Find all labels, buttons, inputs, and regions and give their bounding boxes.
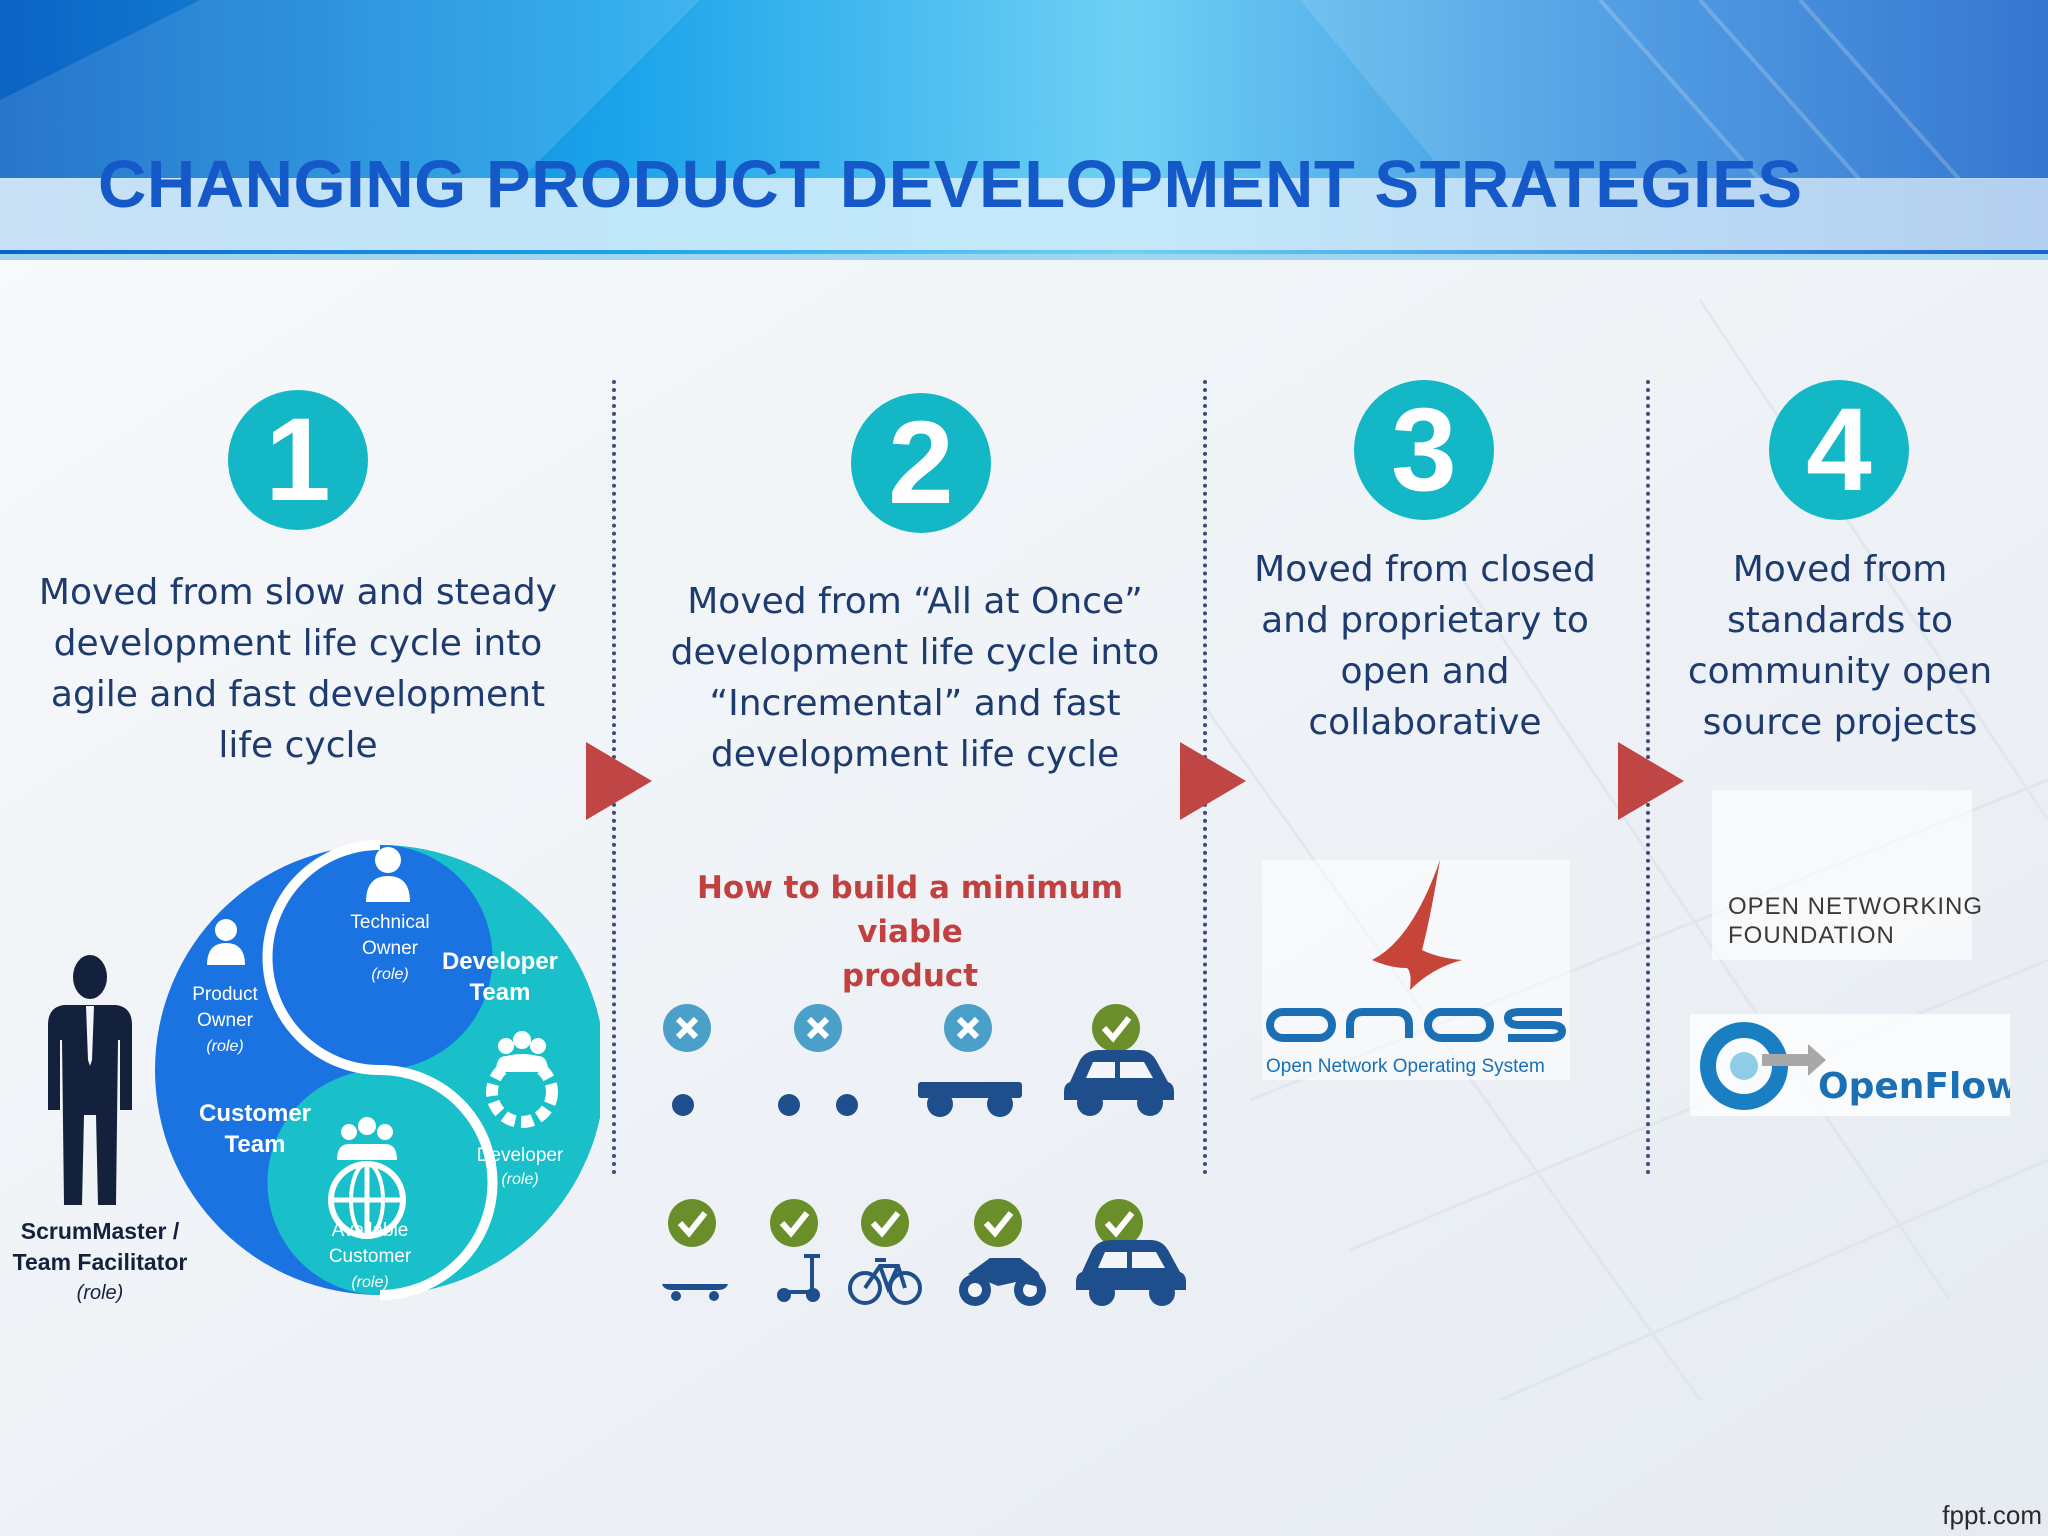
check-icon	[668, 1199, 716, 1247]
openflow-wordmark: OpenFlow	[1818, 1066, 2010, 1107]
step-number-1: 1	[228, 390, 368, 530]
description-line: development life cycle	[710, 734, 1120, 775]
scooter-icon	[777, 1254, 820, 1302]
car-icon	[1076, 1240, 1186, 1306]
openflow-swirl-icon	[1700, 1022, 1826, 1110]
header-banner	[0, 0, 2048, 260]
description-line: agile and fast development	[50, 674, 546, 715]
description-line: development life cycle into	[53, 623, 543, 664]
step-2-description: Moved from “All at Once” development lif…	[655, 576, 1175, 780]
step-1-description: Moved from slow and steady development l…	[28, 567, 568, 771]
check-icon	[1092, 1004, 1140, 1052]
available-customer-label: Available Customer (role)	[328, 1220, 412, 1291]
skateboard-icon	[662, 1284, 728, 1301]
check-icon	[861, 1199, 909, 1247]
description-line: Moved from closed	[1254, 549, 1596, 590]
scrummaster-figure-icon	[48, 955, 132, 1205]
onos-logo: Open Network Operating System	[1262, 860, 1570, 1080]
description-line: development life cycle into	[670, 632, 1160, 673]
wheel-icon	[672, 1094, 694, 1116]
step-number-2: 2	[851, 393, 991, 533]
cross-icon	[794, 1004, 842, 1052]
header-divider-line	[0, 254, 2048, 260]
developer-gear-icon	[486, 1031, 558, 1128]
description-line: Moved from slow and steady	[38, 572, 558, 613]
motorcycle-icon	[959, 1258, 1046, 1306]
arrow-right-icon	[1180, 742, 1246, 820]
step-3-description: Moved from closed and proprietary to ope…	[1230, 544, 1620, 748]
developer-team-label: Developer Team	[441, 948, 559, 1006]
step-number-4: 4	[1769, 380, 1909, 520]
customer-team-label: Customer Team	[198, 1100, 312, 1158]
title-band	[0, 178, 2048, 250]
yin-yang-separator	[262, 840, 498, 1300]
description-line: life cycle	[218, 725, 378, 766]
check-icon	[974, 1199, 1022, 1247]
description-line: collaborative	[1308, 702, 1542, 743]
developer-team-area	[267, 845, 600, 1295]
description-line: community open	[1687, 651, 1993, 692]
onos-bird-icon	[1372, 860, 1462, 990]
arrow-right-icon	[1618, 742, 1684, 820]
onf-text: OPEN NETWORKING FOUNDATION	[1728, 893, 1984, 949]
cross-icon	[944, 1004, 992, 1052]
mvp-illustration	[662, 1004, 1186, 1306]
product-owner-label: Product Owner (role)	[192, 984, 258, 1055]
product-owner-icon	[207, 919, 245, 965]
car-icon	[1064, 1050, 1174, 1116]
onos-wordmark	[1266, 1008, 1567, 1042]
description-line: Moved from	[1732, 549, 1948, 590]
step-4-description: Moved from standards to community open s…	[1670, 544, 2010, 748]
developer-label: Developer (role)	[476, 1145, 564, 1188]
scrum-team-diagram	[48, 840, 600, 1300]
description-line: open and	[1340, 651, 1510, 692]
slide-title: CHANGING PRODUCT DEVELOPMENT STRATEGIES	[98, 147, 1803, 222]
cross-icon	[663, 1004, 711, 1052]
technical-owner-label: Technical Owner (role)	[350, 912, 430, 983]
openflow-logo: OpenFlow	[1690, 1014, 2010, 1116]
check-icon	[770, 1199, 818, 1247]
description-line: and proprietary to	[1261, 600, 1589, 641]
check-icon	[1095, 1199, 1143, 1247]
description-line: source projects	[1702, 702, 1978, 743]
description-line: “Incremental” and fast	[709, 683, 1121, 724]
description-line: standards to	[1726, 600, 1954, 641]
description-line: Moved from “All at Once”	[687, 581, 1143, 622]
mvp-title: How to build a minimum viable product	[696, 870, 1124, 994]
onf-logo	[1712, 790, 1972, 960]
two-wheels-icon	[778, 1094, 858, 1116]
technical-owner-icon	[366, 847, 410, 902]
bicycle-icon	[848, 1258, 922, 1305]
available-customer-globe-icon	[328, 1117, 406, 1239]
arrow-right-icon	[586, 742, 652, 820]
step-number-3: 3	[1354, 380, 1494, 520]
footer-brand: fppt.com	[1942, 1500, 2042, 1530]
scrummaster-label: ScrumMaster / Team Facilitator (role)	[12, 1218, 188, 1304]
onos-subtitle: Open Network Operating System	[1266, 1056, 1545, 1077]
chassis-icon	[918, 1082, 1022, 1117]
